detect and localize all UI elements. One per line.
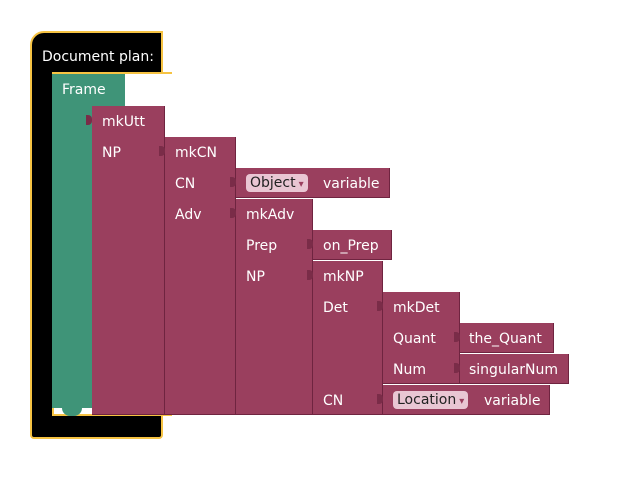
- on-prep-label: on_Prep: [323, 238, 379, 254]
- mkdet-quant-label: Quant: [393, 331, 436, 347]
- mkutt-np-label: NP: [102, 145, 121, 161]
- mknp-connector: [307, 270, 313, 280]
- dropdown-arrow-icon: ▾: [459, 396, 465, 407]
- on-prep-connector: [307, 239, 313, 249]
- frame-label: Frame: [62, 82, 106, 98]
- mkadv-np-label: NP: [246, 269, 265, 285]
- mkdet-block[interactable]: [383, 292, 460, 384]
- the-quant-connector: [454, 332, 460, 342]
- location-variable-connector: [377, 394, 383, 404]
- mkdet-label: mkDet: [393, 300, 440, 316]
- mkcn-block[interactable]: [165, 137, 236, 415]
- object-variable-connector: [230, 177, 236, 187]
- mkcn-cn-label: CN: [175, 176, 196, 192]
- singular-num-connector: [454, 363, 460, 373]
- location-dropdown-value: Location: [397, 392, 457, 408]
- mkdet-num-label: Num: [393, 362, 426, 378]
- frame-spine: [52, 106, 92, 408]
- mknp-label: mkNP: [323, 269, 364, 285]
- the-quant-block[interactable]: [460, 323, 554, 353]
- location-variable-label: variable: [484, 393, 541, 409]
- mkutt-block[interactable]: [92, 106, 165, 415]
- frame-bottom-tab: [62, 406, 82, 416]
- object-dropdown[interactable]: Object▾: [246, 174, 308, 192]
- object-dropdown-value: Object: [250, 175, 296, 191]
- mkadv-prep-label: Prep: [246, 238, 278, 254]
- mkadv-label: mkAdv: [246, 207, 295, 223]
- mknp-cn-label: CN: [323, 393, 344, 409]
- the-quant-label: the_Quant: [469, 331, 542, 347]
- mkutt-connector: [86, 115, 92, 125]
- mkdet-connector: [377, 301, 383, 311]
- singular-num-block[interactable]: [460, 354, 569, 384]
- dropdown-arrow-icon: ▾: [298, 179, 304, 190]
- frame-block[interactable]: [52, 74, 125, 106]
- on-prep-block[interactable]: [313, 230, 392, 260]
- location-dropdown[interactable]: Location▾: [393, 391, 469, 409]
- mknp-det-label: Det: [323, 300, 348, 316]
- mkadv-connector: [230, 208, 236, 218]
- document-plan-title: Document plan:: [42, 49, 154, 65]
- mkcn-label: mkCN: [175, 145, 217, 161]
- mkcn-adv-label: Adv: [175, 207, 202, 223]
- singular-num-label: singularNum: [469, 362, 559, 378]
- mkcn-connector: [159, 146, 165, 156]
- mkutt-label: mkUtt: [102, 114, 145, 130]
- mkadv-block[interactable]: [236, 199, 313, 415]
- object-variable-label: variable: [323, 176, 380, 192]
- mknp-block[interactable]: [313, 261, 383, 415]
